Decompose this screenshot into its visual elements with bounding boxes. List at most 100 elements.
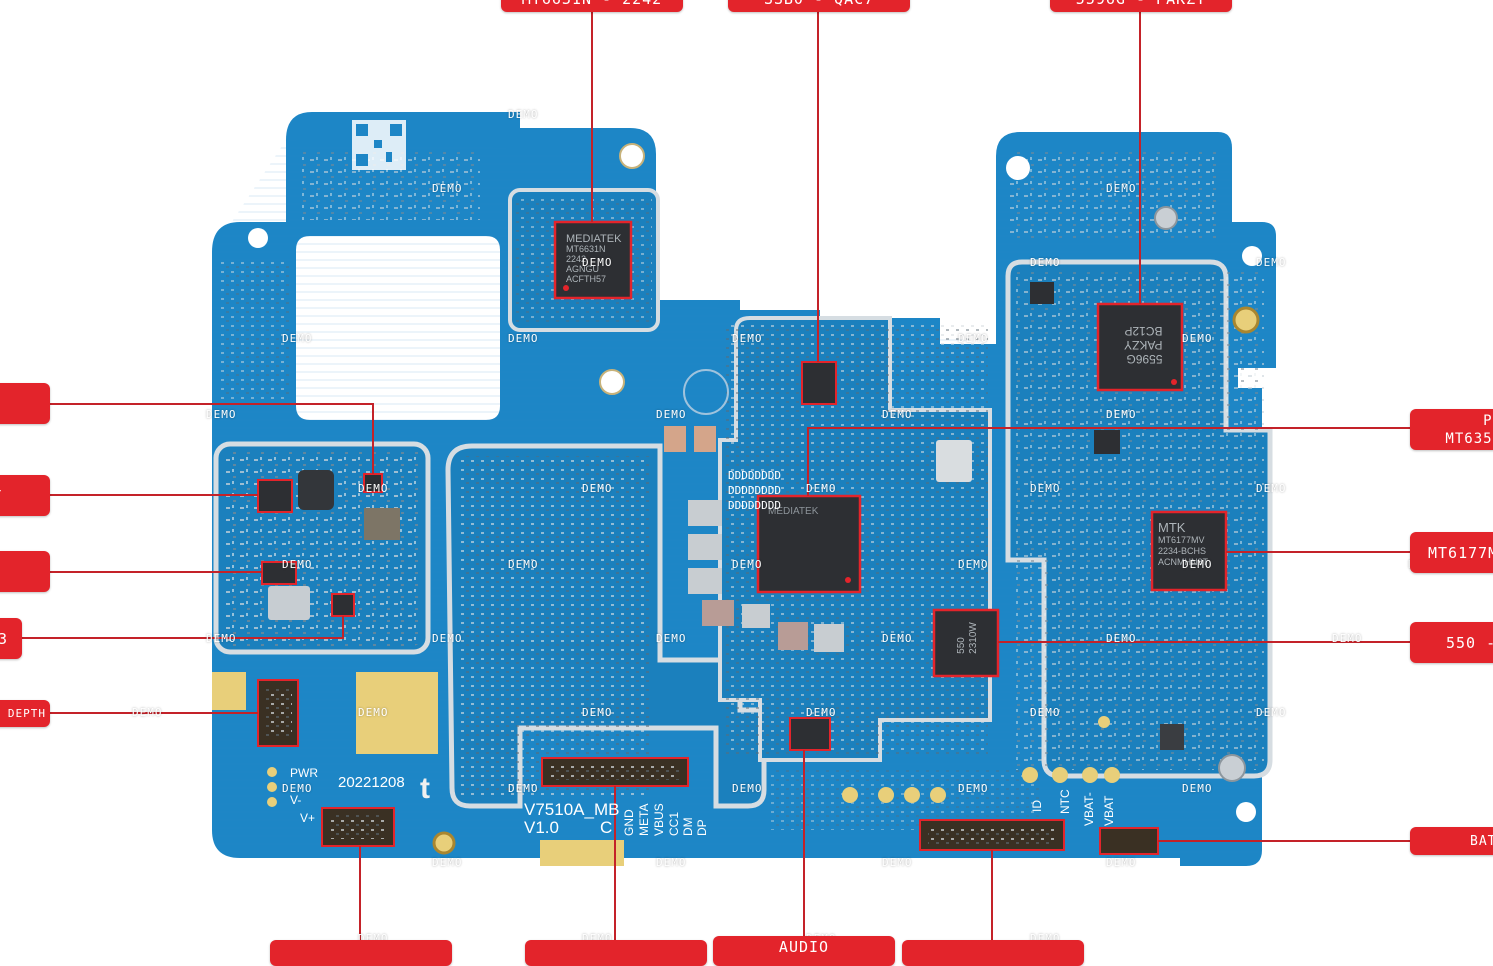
watermark-text: DEMO — [958, 782, 989, 795]
watermark-text: DEMO — [958, 558, 989, 571]
overlay-text: DDDDDDDD DDDDDDDD DDDDDDDD — [728, 468, 781, 513]
chip-ssb0 — [801, 361, 837, 405]
watermark-text: DEMO — [656, 632, 687, 645]
mounting-hole — [1006, 156, 1030, 180]
callout-left-2[interactable]: T — [0, 475, 50, 516]
callout-550[interactable]: 550 - — [1410, 622, 1493, 663]
callout-left-1[interactable] — [0, 383, 50, 424]
silk-pin-dm: DM — [681, 817, 695, 836]
watermark-text: DEMO — [1182, 332, 1213, 345]
chip-marking-line: BC12P — [1124, 324, 1163, 338]
watermark-text: DEMO — [206, 408, 237, 421]
chip-marking-line: PAKZY — [1124, 338, 1163, 352]
gold-pad — [540, 840, 624, 866]
silk-pin-cc1: CC1 — [667, 811, 681, 836]
silk-pin-dp: DP — [695, 819, 709, 836]
chip-small — [257, 479, 293, 513]
watermark-text: DEMO — [1182, 558, 1213, 571]
mounting-hole — [1232, 306, 1260, 334]
watermark-text: DEMO — [806, 706, 837, 719]
test-pads — [267, 716, 1120, 807]
callout-pmic[interactable]: PC MT6358 — [1410, 409, 1493, 450]
chip-marking-line: MTK — [1158, 520, 1186, 535]
watermark-text: DEMO — [732, 782, 763, 795]
callout-audio[interactable]: AUDIO — [713, 936, 895, 966]
mounting-hole — [599, 369, 625, 395]
connector-mainflex — [919, 819, 1065, 851]
chip-marking-line: 2242 — [566, 254, 587, 264]
watermark-text: DEMO — [732, 332, 763, 345]
watermark-text: DEMO — [206, 632, 237, 645]
connector-usb — [541, 757, 689, 787]
watermark-text: DEMO — [1256, 482, 1287, 495]
gold-pad — [356, 672, 438, 754]
silk-pin-vbus: VBUS — [652, 803, 666, 836]
watermark-text: DEMO — [1256, 256, 1287, 269]
silk-arrow-logo: t — [420, 772, 430, 805]
callout-depth[interactable]: D DEPTH — [0, 700, 50, 727]
watermark-text: DEMO — [1332, 632, 1363, 645]
callout-bottom-4[interactable] — [902, 940, 1084, 966]
watermark-text: DEMO — [432, 856, 463, 869]
watermark-text: DEMO — [882, 632, 913, 645]
watermark-text: DEMO — [1030, 256, 1061, 269]
connector-battery — [1099, 827, 1159, 855]
watermark-text: DEMO — [282, 782, 313, 795]
callout-left-3[interactable] — [0, 551, 50, 592]
watermark-text: DEMO — [958, 332, 989, 345]
passive-components — [268, 206, 1246, 782]
watermark-text: DEMO — [582, 706, 613, 719]
callout-ssb0[interactable]: SSB0 - QAC7 — [728, 0, 910, 12]
watermark-text: DEMO — [1030, 706, 1061, 719]
watermark-text: DEMO — [1106, 408, 1137, 421]
chip-marking-line: 2234-BCHS — [1158, 546, 1207, 556]
watermark-text: DEMO — [508, 332, 539, 345]
chip-marking-line: 550 — [955, 637, 967, 654]
chip-audio — [789, 717, 831, 751]
callout-pmic-line1: PC — [1483, 412, 1493, 429]
mounting-hole — [1236, 802, 1256, 822]
silk-pin-id: ID — [1030, 800, 1044, 812]
chip-cpu — [756, 494, 862, 594]
watermark-text: DEMO — [882, 408, 913, 421]
callout-lines — [22, 12, 1410, 940]
watermark-text: DEMO — [508, 782, 539, 795]
overlay-line: DDDDDDDD — [728, 469, 781, 482]
watermark-text: DEMO — [1030, 482, 1061, 495]
silk-conn-pins: GND META VBUS CC1 DM DP — [622, 792, 712, 838]
watermark-text: DEMO — [1106, 856, 1137, 869]
watermark-text: DEMO — [132, 706, 163, 719]
connector-small — [321, 807, 395, 847]
chip-marking-line: MT6177MV — [1158, 535, 1205, 545]
qr-code — [352, 120, 406, 170]
watermark-text: DEMO — [732, 558, 763, 571]
mounting-hole — [432, 831, 456, 855]
silk-pwr: PWR — [290, 766, 318, 780]
chip-marking-cpu: MEDIATEK — [768, 506, 819, 517]
overlay-line: DDDDDDDD — [728, 499, 781, 512]
callout-bottom-2[interactable] — [525, 940, 707, 966]
connector-depth — [257, 679, 299, 747]
watermark-text: DEMO — [1106, 632, 1137, 645]
watermark-text: DEMO — [656, 856, 687, 869]
watermark-text: DEMO — [1106, 182, 1137, 195]
callout-bottom-1[interactable] — [270, 940, 452, 966]
silk-v-plus: V+ — [300, 811, 316, 825]
watermark-text: DEMO — [806, 482, 837, 495]
callout-battery[interactable]: BAT — [1410, 827, 1493, 855]
gold-pad — [212, 672, 246, 710]
callout-5596g[interactable]: 5596G - PAKZY — [1050, 0, 1232, 12]
watermark-text: DEMO — [432, 632, 463, 645]
callout-mt6177m[interactable]: MT6177M — [1410, 532, 1493, 573]
callout-left-4[interactable]: 3 — [0, 618, 22, 659]
silk-v-minus: V- — [290, 793, 302, 807]
watermark-text: DEMO — [508, 558, 539, 571]
watermark-text: DEMO — [656, 408, 687, 421]
callout-pmic-line2: MT6358 — [1445, 430, 1493, 447]
silk-pin-ntc: NTC — [1058, 789, 1072, 814]
watermark-text: DEMO — [282, 558, 313, 571]
mounting-hole — [248, 228, 268, 248]
chip-marking-line: MEDIATEK — [566, 233, 622, 245]
callout-mt6631n[interactable]: MT6631N - 2242 — [501, 0, 683, 12]
